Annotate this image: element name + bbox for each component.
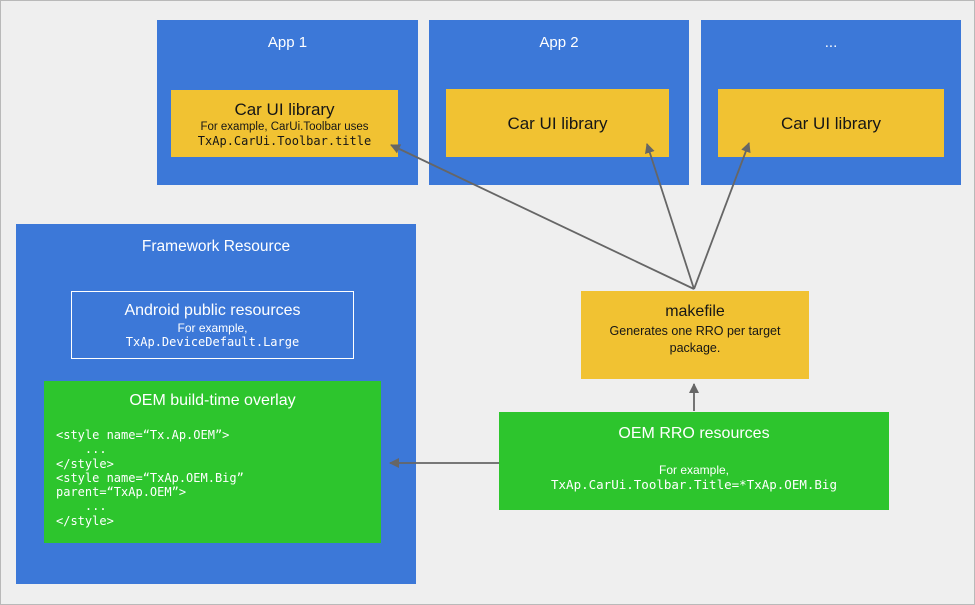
app1-car-ui-library-title: Car UI library	[234, 99, 335, 119]
oem-overlay-code-block: <style name=“Tx.Ap.OEM”> ... </style> <s…	[56, 428, 381, 528]
makefile-title: makefile	[665, 303, 725, 320]
app2-title: App 2	[539, 34, 579, 51]
code-line: </style>	[56, 513, 114, 528]
app-ellipsis-car-ui-library-title: Car UI library	[780, 113, 882, 133]
oem-build-time-overlay-box: OEM build-time overlay <style name=“Tx.A…	[44, 381, 381, 543]
android-public-resources-box: Android public resources For example, Tx…	[71, 291, 354, 359]
oem-rro-resources-title: OEM RRO resources	[618, 425, 770, 442]
android-public-resources-title: Android public resources	[124, 301, 301, 319]
makefile-subtitle: Generates one RRO per target package.	[609, 324, 781, 355]
oem-rro-resources-code: TxAp.CarUi.Toolbar.Title=*TxAp.OEM.Big	[551, 477, 837, 492]
oem-rro-resources-subtitle: For example,	[658, 463, 730, 477]
code-line: ...	[56, 442, 107, 457]
code-line: <style name=“TxAp.OEM.Big”	[56, 470, 244, 485]
app1-car-ui-library-box: Car UI library For example, CarUi.Toolba…	[171, 90, 398, 157]
app1-box: App 1 Car UI library For example, CarUi.…	[157, 20, 418, 185]
framework-resource-box: Framework Resource Android public resour…	[16, 224, 416, 584]
app1-car-ui-library-subtitle: For example, CarUi.Toolbar uses	[200, 120, 369, 133]
oem-build-time-overlay-title: OEM build-time overlay	[129, 392, 296, 409]
app-ellipsis-car-ui-library-box: Car UI library	[718, 89, 944, 157]
android-public-resources-code: TxAp.DeviceDefault.Large	[125, 335, 300, 349]
app2-car-ui-library-box: Car UI library	[446, 89, 669, 157]
oem-rro-resources-box: OEM RRO resources For example, TxAp.CarU…	[499, 412, 889, 510]
code-line: <style name=“Tx.Ap.OEM”>	[56, 428, 230, 442]
framework-resource-title: Framework Resource	[141, 238, 291, 255]
app1-car-ui-library-code: TxAp.CarUi.Toolbar.title	[197, 133, 372, 148]
app2-car-ui-library-title: Car UI library	[507, 113, 608, 133]
code-line: parent=“TxAp.OEM”>	[56, 485, 187, 500]
app-ellipsis-box: ... Car UI library	[701, 20, 961, 185]
android-public-resources-subtitle: For example,	[177, 320, 248, 335]
app1-title: App 1	[267, 34, 308, 51]
makefile-box: makefile Generates one RRO per target pa…	[581, 291, 809, 379]
code-line: </style>	[56, 456, 114, 471]
app2-box: App 2 Car UI library	[429, 20, 689, 185]
app-ellipsis-title: ...	[824, 34, 838, 51]
code-line: ...	[56, 499, 107, 514]
